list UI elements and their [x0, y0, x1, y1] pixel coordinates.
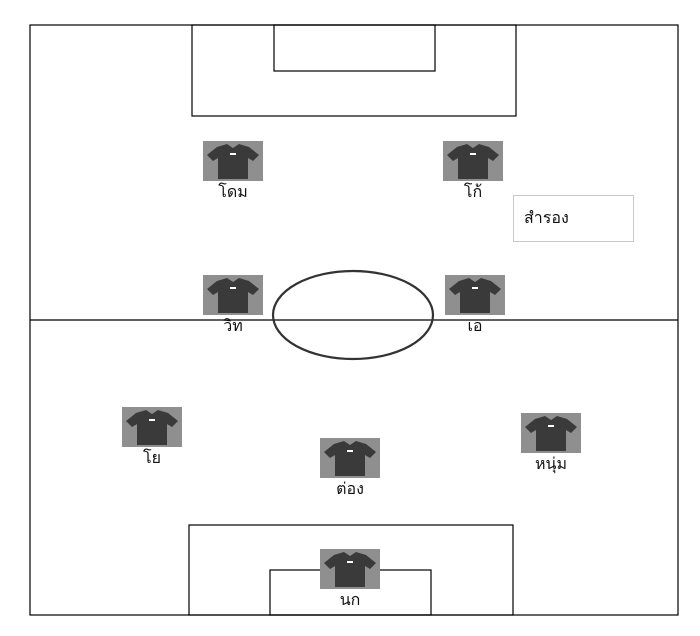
player-name: หนุ่ม [534, 454, 568, 473]
center-circle [271, 269, 435, 361]
player-name: โย [143, 448, 161, 467]
player-num[interactable]: หนุ่ม [506, 413, 596, 473]
substitutes-label: สำรอง [524, 208, 569, 227]
shirt-icon [203, 275, 263, 315]
substitutes-box[interactable]: สำรอง [513, 195, 634, 242]
player-tong[interactable]: ต่อง [305, 438, 395, 498]
player-yo[interactable]: โย [107, 407, 197, 467]
player-ko[interactable]: โก้ [428, 141, 518, 201]
shirt-icon [122, 407, 182, 447]
shirt-icon [203, 141, 263, 181]
player-name: โดม [218, 182, 248, 201]
top-goal-box [273, 24, 436, 72]
player-name: ต่อง [336, 479, 364, 498]
player-dom[interactable]: โดม [188, 141, 278, 201]
shirt-icon [521, 413, 581, 453]
shirt-icon [443, 141, 503, 181]
player-name: โก้ [463, 182, 483, 201]
shirt-icon [320, 438, 380, 478]
shirt-icon [445, 275, 505, 315]
player-name: นก [339, 590, 361, 609]
player-nok[interactable]: นก [305, 549, 395, 609]
player-name: เอ [467, 316, 483, 335]
player-wit[interactable]: วิท [188, 275, 278, 335]
shirt-icon [320, 549, 380, 589]
player-ae[interactable]: เอ [430, 275, 520, 335]
player-name: วิท [223, 316, 243, 335]
